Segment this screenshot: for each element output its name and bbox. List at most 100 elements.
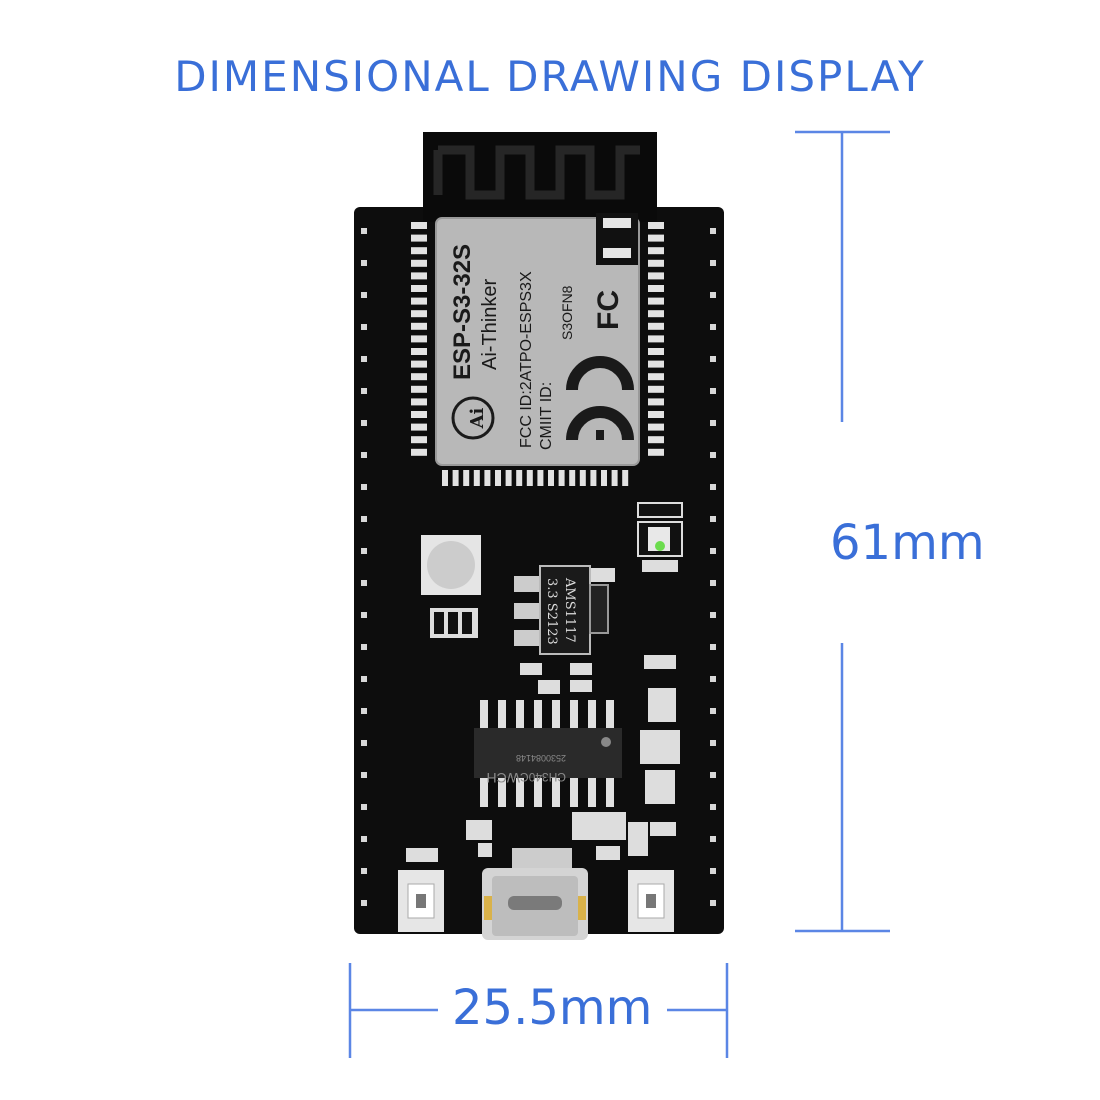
module-pad bbox=[648, 398, 664, 406]
usb-chip-line2: WCH bbox=[487, 770, 520, 786]
module-pad bbox=[411, 297, 427, 305]
module-pad bbox=[411, 385, 427, 393]
module-pad bbox=[495, 470, 501, 486]
pin-hole bbox=[710, 740, 716, 746]
module-pad bbox=[648, 436, 664, 444]
module-pad bbox=[648, 259, 664, 267]
usb-serial-chip: CH340C WCH 2530084148 bbox=[474, 700, 622, 807]
voltage-regulator: AMS1117 3.3 S2123 bbox=[514, 565, 609, 655]
usb-chip-line1: CH340C bbox=[520, 770, 566, 784]
regulator-line2: 3.3 S2123 bbox=[544, 578, 559, 645]
module-pad bbox=[473, 470, 480, 486]
svg-text:Ai: Ai bbox=[467, 407, 488, 429]
module-brand: Ai-Thinker bbox=[479, 279, 501, 370]
module-pad bbox=[548, 470, 554, 486]
module-right-pads bbox=[648, 222, 664, 456]
module-pad bbox=[569, 470, 576, 486]
rgb-led bbox=[421, 535, 481, 638]
pin-hole bbox=[361, 708, 367, 714]
pin-hole bbox=[361, 804, 367, 810]
pin-hole bbox=[710, 388, 716, 394]
module-bottom-pads bbox=[442, 470, 629, 486]
pin-hole bbox=[710, 644, 716, 650]
module-pad bbox=[648, 448, 664, 456]
module-pad bbox=[648, 423, 664, 431]
module-pad bbox=[648, 310, 664, 318]
module-pad bbox=[648, 335, 664, 343]
module-pad bbox=[648, 247, 664, 255]
module-pad bbox=[411, 448, 427, 456]
reset-button[interactable] bbox=[628, 870, 674, 932]
pin-hole bbox=[361, 420, 367, 426]
pin-hole bbox=[361, 516, 367, 522]
cmiit-id-text: CMIIT ID: bbox=[538, 382, 555, 450]
pin-hole bbox=[361, 900, 367, 906]
module-pad bbox=[622, 470, 629, 486]
module-left-pads bbox=[411, 222, 427, 456]
pin-hole bbox=[710, 868, 716, 874]
fcc-logo: FC bbox=[592, 290, 625, 330]
smd-components bbox=[406, 568, 680, 862]
module-pad bbox=[411, 335, 427, 343]
pin-hole bbox=[710, 420, 716, 426]
module-pad bbox=[648, 297, 664, 305]
module-pad bbox=[516, 470, 523, 486]
module-pad bbox=[648, 234, 664, 242]
module-pad bbox=[648, 411, 664, 418]
pin-hole bbox=[710, 260, 716, 266]
module-pad bbox=[601, 470, 607, 486]
pin-hole bbox=[361, 260, 367, 266]
module-pad bbox=[411, 222, 427, 229]
pin-hole bbox=[710, 516, 716, 522]
height-dimension-line bbox=[795, 130, 890, 933]
ce-logo bbox=[566, 356, 634, 441]
module-pad bbox=[442, 470, 448, 486]
part-number-text: S3OFN8 bbox=[559, 285, 575, 340]
module-pad bbox=[411, 423, 427, 431]
micro-usb-connector bbox=[482, 848, 588, 940]
pin-hole bbox=[361, 292, 367, 298]
pin-hole bbox=[361, 644, 367, 650]
module-pad bbox=[537, 470, 544, 486]
pin-hole bbox=[361, 836, 367, 842]
pin-hole bbox=[710, 292, 716, 298]
pin-hole bbox=[710, 324, 716, 330]
pin-hole bbox=[361, 580, 367, 586]
module-pad bbox=[411, 272, 427, 280]
pin-hole bbox=[361, 676, 367, 682]
height-dimension-label: 61mm bbox=[830, 515, 985, 571]
pin-hole bbox=[710, 612, 716, 618]
right-pin-holes bbox=[710, 228, 716, 906]
boot-button[interactable] bbox=[398, 870, 444, 932]
page-title: DIMENSIONAL DRAWING DISPLAY bbox=[174, 52, 926, 101]
pin-hole bbox=[361, 612, 367, 618]
module-name: ESP-S3-32S bbox=[449, 244, 476, 380]
ai-thinker-logo: Ai bbox=[451, 396, 495, 440]
pin-hole bbox=[710, 804, 716, 810]
module-pad bbox=[648, 348, 664, 355]
module-pad bbox=[411, 285, 427, 292]
module-pad bbox=[505, 470, 512, 486]
module-pad bbox=[648, 222, 664, 229]
pin-hole bbox=[361, 484, 367, 490]
module-pad bbox=[648, 373, 664, 381]
esp-module: ESP-S3-32S Ai-Thinker FCC ID:2ATPO-ESPS3… bbox=[435, 213, 640, 466]
module-pad bbox=[411, 373, 427, 381]
pin-hole bbox=[710, 676, 716, 682]
module-pad bbox=[648, 385, 664, 393]
pin-hole bbox=[361, 548, 367, 554]
module-pad bbox=[611, 470, 618, 486]
pin-hole bbox=[361, 356, 367, 362]
module-pad bbox=[411, 398, 427, 406]
pin-hole bbox=[710, 836, 716, 842]
status-led bbox=[637, 502, 683, 572]
pin-hole bbox=[361, 772, 367, 778]
usb-chip-code: 2530084148 bbox=[516, 753, 566, 763]
module-pad bbox=[411, 322, 427, 330]
module-pad bbox=[411, 310, 427, 318]
left-pin-holes bbox=[361, 228, 367, 906]
module-pad bbox=[648, 285, 664, 292]
pin-hole bbox=[710, 452, 716, 458]
pin-hole bbox=[361, 452, 367, 458]
fcc-id-text: FCC ID:2ATPO-ESPS3X bbox=[518, 271, 535, 448]
